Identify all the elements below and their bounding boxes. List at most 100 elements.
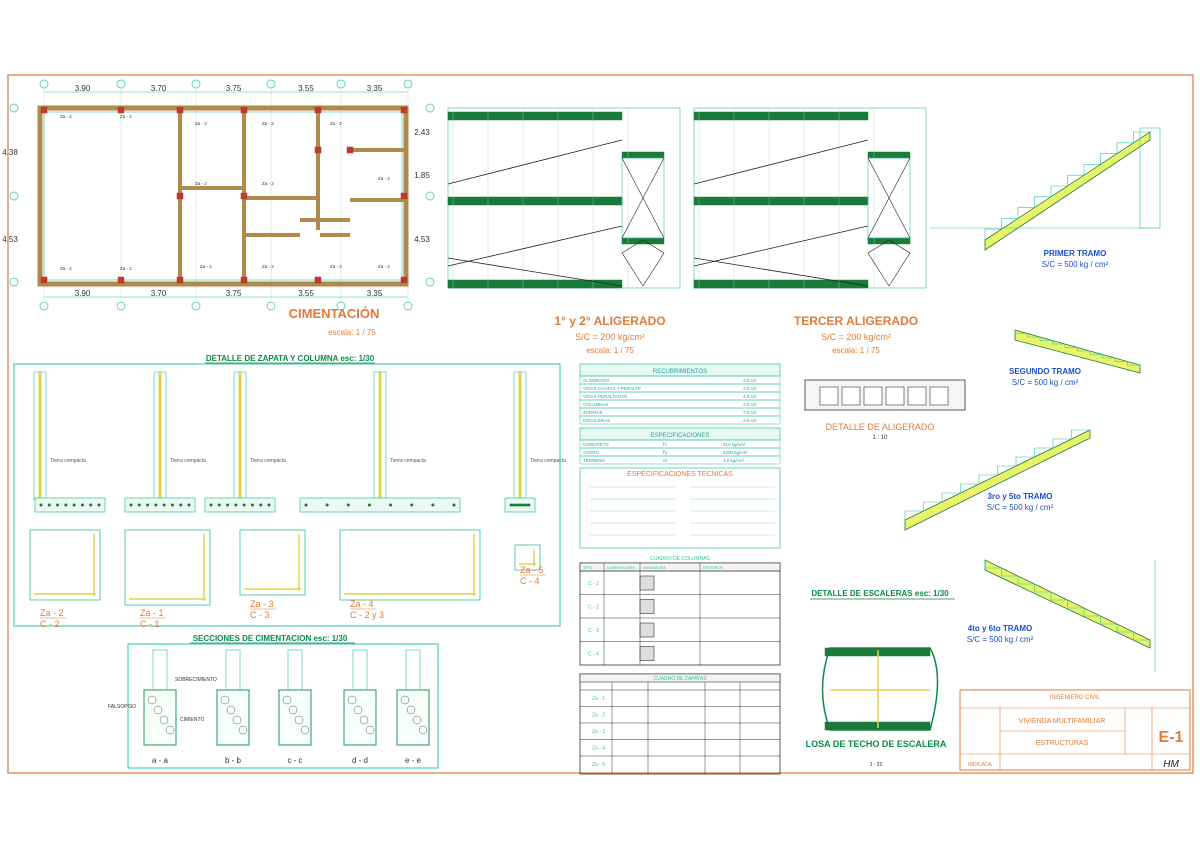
zapata-plan [514, 544, 541, 571]
stair-1-step [1067, 174, 1084, 186]
zapata-rebar-dot [187, 503, 191, 507]
columnas-table [579, 562, 781, 666]
section-footing [343, 689, 377, 746]
stair-3-step [1034, 447, 1053, 457]
section-footing [143, 689, 177, 746]
zapata-rebar-dot [217, 503, 221, 507]
dim-right: 2.43 [414, 128, 430, 137]
section-wall [287, 649, 303, 691]
grid-bubble-right [425, 191, 435, 201]
section-footing [278, 689, 312, 746]
stair-4-step [1133, 632, 1150, 641]
especificaciones-cell: f'c [663, 442, 668, 447]
losa-outline [821, 647, 939, 731]
stair-2-step [1114, 358, 1128, 362]
joist-block [819, 386, 839, 406]
especificaciones-cell: f'y [663, 450, 668, 455]
stair-2-step [1027, 333, 1040, 338]
zapata-col-label: C - 4 [520, 576, 540, 586]
recubrimientos-cell: VIGAS CHATAS Y PERALTE [583, 386, 641, 391]
section-stone [418, 725, 428, 735]
zapata-rebar-dot [242, 503, 246, 507]
footing-tag: Za - 2 [378, 264, 390, 269]
section-wall [152, 649, 168, 691]
zapata-label: Za - 1 [140, 608, 164, 618]
grid-bubble-top [39, 79, 49, 89]
section-wall [352, 649, 368, 691]
losa-scale: 1 : 25 [870, 762, 883, 768]
grid-bubble-bottom [336, 301, 346, 311]
zapata-rebar-dot [452, 503, 456, 507]
titleblock-plan: ESTRUCTURAS [1036, 740, 1089, 747]
aligerado-3-scale: escala: 1 / 75 [832, 346, 880, 355]
stair-3-slab [904, 429, 1091, 531]
aligerado-12-span-diagonal [447, 139, 623, 185]
stairs-detail-title: DETALLE DE ESCALERAS esc: 1/30 [811, 589, 949, 598]
section-note: SOBRECIMIENTO [175, 677, 217, 683]
dim-top: 3.70 [151, 84, 167, 93]
footing-tag: Za - 2 [330, 121, 342, 126]
section-stone [400, 695, 410, 705]
aligerado-3-beam [693, 279, 869, 289]
columnas-section [639, 622, 655, 638]
grid-bubble-bottom [116, 301, 126, 311]
plan-column [400, 276, 408, 284]
dim-bottom: 3.70 [151, 289, 167, 298]
plan-column [240, 192, 248, 200]
stair-2-step [1052, 340, 1065, 345]
dim-bottom: 3.35 [367, 289, 383, 298]
columnas-type: C - 3 [588, 628, 599, 634]
stair-1-step [1017, 207, 1035, 219]
losa-title: LOSA DE TECHO DE ESCALERA [806, 739, 947, 749]
grid-bubble-top [266, 79, 276, 89]
grid-bubble-bottom [39, 301, 49, 311]
zapatas-type: Za - 4 [592, 746, 605, 752]
columnas-header-cell: ARMADURA [643, 565, 666, 570]
dim-top: 3.55 [298, 84, 314, 93]
stair-4-load: S/C = 500 kg / cm² [967, 635, 1034, 644]
secciones-panel [127, 643, 439, 769]
zapata-terrain: Tierra compacta [390, 458, 426, 464]
zapata-terrain: Tierra compacta [530, 458, 566, 464]
stair-2-step [1127, 361, 1140, 366]
aligerado-12-span-diagonal [447, 257, 623, 287]
recubrimientos-cell: 4.0 cm [743, 394, 757, 399]
plan-outer-wall [37, 105, 409, 287]
dim-left: 4.38 [2, 148, 18, 157]
espec-tecnicas-title: ESPECIFICACIONES TECNICAS [627, 471, 733, 478]
joist-block [841, 386, 861, 406]
especificaciones-cell: σt [663, 458, 668, 463]
recubrimientos-cell: 2.5 cm [743, 418, 757, 423]
section-label: c - c [287, 756, 302, 765]
stair-3-title: 3ro y 5to TRAMO [988, 492, 1053, 501]
section-wall [225, 649, 241, 691]
grid-bubble-top [191, 79, 201, 89]
section-stone [226, 705, 236, 715]
stair-3-step [997, 465, 1016, 475]
zapata-rebar-dot [389, 503, 393, 507]
zapata-rebar-dot [179, 503, 183, 507]
aligerado-12-span-diagonal [447, 225, 623, 267]
section-stone [282, 695, 292, 705]
zapata-col-label: C - 3 [250, 610, 270, 620]
aligerado-12-beam [621, 151, 665, 159]
recubrimientos-cell: COLUMNAS [583, 402, 609, 407]
zapata-rebar-dot [259, 503, 263, 507]
footing-tag: Za - 2 [195, 121, 207, 126]
footing-tag: Za - 2 [120, 266, 132, 271]
zapata-col-label: C - 2 [40, 619, 60, 629]
especificaciones-cell: 210 kg/cm² [723, 442, 746, 447]
stair-3-step [923, 501, 942, 511]
zapata-panel [13, 363, 561, 627]
section-stone [412, 715, 422, 725]
aligerado-3-title: TERCER ALIGERADO [794, 314, 918, 328]
plan-title: CIMENTACIÓN [289, 306, 380, 321]
titleblock-frame [959, 689, 1191, 771]
zapata-rebar-dot [209, 503, 213, 507]
section-stone [288, 705, 298, 715]
section-footing [216, 689, 250, 746]
zapata-rebar-dot [137, 503, 141, 507]
zapata-rebar-dot [267, 503, 271, 507]
